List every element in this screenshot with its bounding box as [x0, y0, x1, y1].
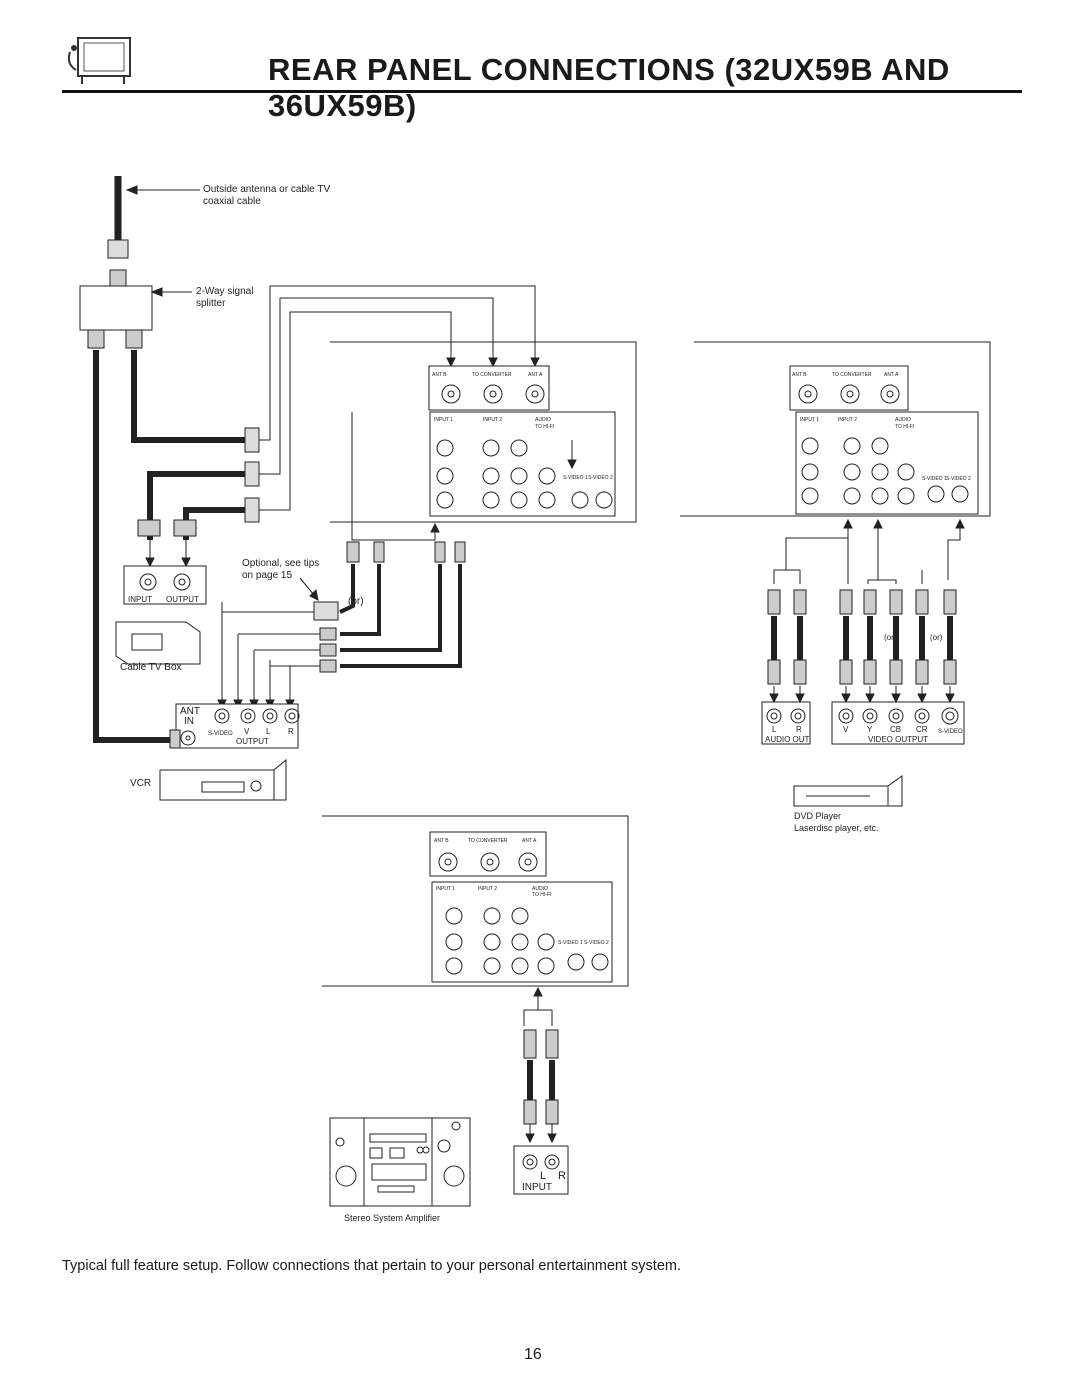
cable-box-label: Cable TV Box [120, 662, 182, 673]
splitter-label-line2: splitter [196, 298, 226, 309]
ant-b-label: ANT B [432, 372, 447, 378]
dvd-label-line2: Laserdisc player, etc. [794, 823, 879, 833]
audio-label-2: AUDIO [895, 417, 911, 423]
input1-label-2: INPUT 1 [800, 417, 819, 423]
antenna-label: Outside antenna or cable TV coaxial cabl… [203, 184, 331, 207]
input2-label-3: INPUT 2 [478, 886, 497, 892]
svideo1-label-3: S-VIDEO 1 [558, 940, 583, 946]
to-converter-label: TO CONVERTER [472, 372, 512, 378]
video-out-v-label: V [843, 725, 849, 734]
input2-label-2: INPUT 2 [838, 417, 857, 423]
vcr-r-label: R [288, 727, 294, 736]
svideo1-label: S-VIDEO 1 [563, 475, 588, 481]
cable-box-output-label: OUTPUT [166, 595, 199, 604]
or-label-1: (or) [348, 596, 364, 607]
vcr-l-label: L [266, 727, 271, 736]
cable-box-input-label: INPUT [128, 595, 152, 604]
to-hifi-label-3: TO HI-FI [532, 892, 551, 898]
stereo-input-r-label: R [558, 1170, 566, 1182]
ant-a-label-3: ANT A [522, 838, 537, 844]
audio-label: AUDIO [535, 417, 551, 423]
audio-out-l-label: L [772, 725, 777, 734]
svideo2-label: S-VIDEO 2 [588, 475, 613, 481]
ant-a-label: ANT A [528, 372, 543, 378]
ant-a-label-2: ANT A [884, 372, 899, 378]
optional-line2: on page 15 [242, 570, 293, 581]
dvd-or-label-1: (or) [884, 633, 897, 642]
to-converter-label-3: TO CONVERTER [468, 838, 508, 844]
stereo-input-label: INPUT [522, 1182, 552, 1193]
video-out-cr-label: CR [916, 725, 928, 734]
svideo2-label-3: S-VIDEO 2 [584, 940, 609, 946]
vcr-label: VCR [130, 778, 152, 789]
video-out-svideo-label: S-VIDEO [938, 729, 963, 735]
to-hifi-label-2: TO HI-FI [895, 424, 914, 430]
tv-mascot-icon [64, 30, 144, 88]
page-number: 16 [524, 1346, 542, 1363]
input1-label-3: INPUT 1 [436, 886, 455, 892]
optional-note: Optional, see tips on page 15 [242, 558, 319, 582]
splitter-label-line1: 2-Way signal [196, 286, 254, 297]
stereo-label: Stereo System Amplifier [344, 1213, 441, 1223]
svideo1-label-2: S-VIDEO 1 [922, 476, 947, 482]
ant-b-label-2: ANT B [792, 372, 807, 378]
vcr-svideo-label: S-VIDEO [208, 731, 233, 737]
video-out-cb-label: CB [890, 725, 902, 734]
dvd-label-line1: DVD Player [794, 811, 842, 821]
audio-out-label: AUDIO OUT [765, 735, 810, 744]
ant-b-label-3: ANT B [434, 838, 449, 844]
title-rule [62, 90, 1022, 93]
svideo2-label-2: S-VIDEO 2 [946, 476, 971, 482]
vcr-output-label: OUTPUT [236, 737, 269, 746]
caption: Typical full feature setup. Follow conne… [62, 1258, 681, 1274]
input1-label: INPUT 1 [434, 417, 453, 423]
vcr-in-label: IN [184, 716, 194, 727]
page-title: REAR PANEL CONNECTIONS (32UX59B AND 36UX… [268, 52, 950, 123]
splitter-label: 2-Way signal splitter [196, 286, 253, 310]
to-converter-label-2: TO CONVERTER [832, 372, 872, 378]
dvd-or-label-2: (or) [930, 633, 943, 642]
audio-out-r-label: R [796, 725, 802, 734]
audio-label-3: AUDIO [532, 886, 548, 892]
video-out-y-label: Y [867, 725, 873, 734]
dvd-label: DVD Player Laserdisc player, etc. [794, 810, 879, 834]
to-hifi-label: TO HI-FI [535, 424, 554, 430]
optional-line1: Optional, see tips [242, 558, 320, 569]
input2-label: INPUT 2 [483, 417, 502, 423]
stereo-input-l-label: L [540, 1170, 547, 1182]
video-output-label: VIDEO OUTPUT [868, 735, 929, 744]
vcr-v-label: V [244, 727, 250, 736]
vcr-ant-label: ANT [180, 706, 200, 717]
